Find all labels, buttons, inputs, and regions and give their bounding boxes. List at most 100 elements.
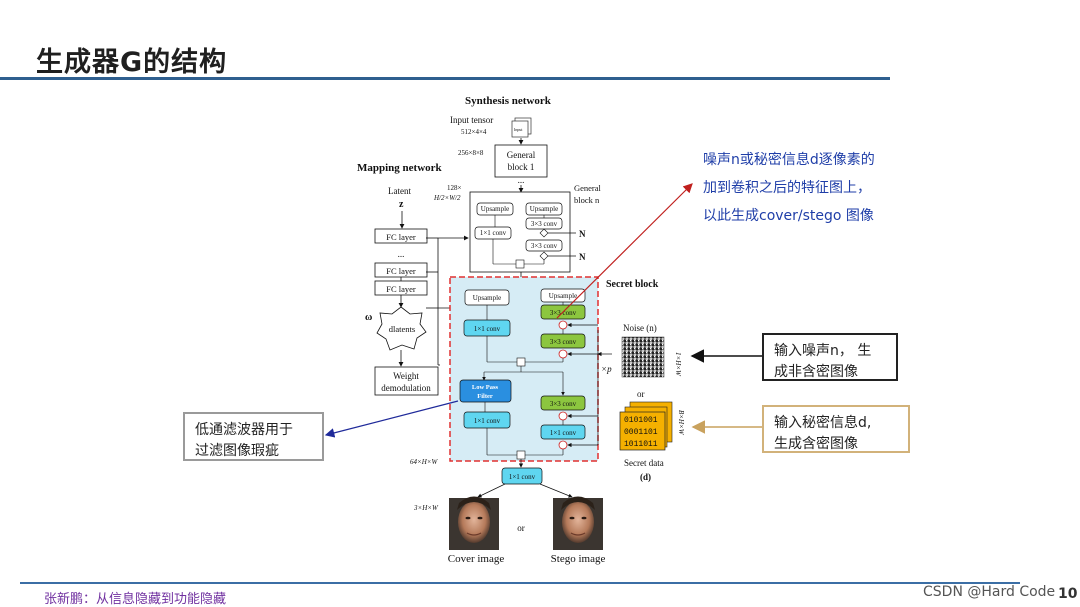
conv1-box-out: [501, 467, 543, 485]
title-rule: [0, 77, 890, 80]
n-label-2: N: [579, 252, 586, 262]
noise-label: Noise (n): [623, 323, 657, 333]
noise-callout: 输入噪声n， 生 成非含密图像: [762, 333, 898, 381]
omega-label: ω: [365, 312, 372, 323]
secret-bits-1: 0101001: [624, 416, 658, 425]
fc-layer-2-label: FC layer: [386, 266, 416, 276]
lowpass-callout-arrow: [324, 400, 459, 438]
input-tensor-label: Input tensor: [450, 115, 493, 125]
watermark: CSDN @Hard Code: [923, 584, 1056, 600]
noise-note: 噪声n或秘密信息d逐像素的 加到卷积之后的特征图上， 以此生成cover/ste…: [703, 146, 875, 230]
general-block-1-label-line1: General: [507, 150, 536, 160]
conv3-label-n2: 3×3 conv: [531, 242, 558, 250]
synthesis-ellipsis: ...: [518, 175, 525, 185]
weight-demod-label-1: Weight: [393, 371, 419, 381]
secret-callout: 输入秘密信息d, 生成含密图像: [762, 405, 910, 453]
footer-author: 张新鹏：从信息隐藏到功能隐藏: [44, 592, 227, 607]
input-tensor-icon: Input: [511, 117, 532, 138]
general-block-1-label-line2: block 1: [508, 162, 535, 172]
noise-dim-label: 1×H×W: [674, 352, 682, 377]
latent-label: Latent: [388, 186, 411, 196]
dlatents-label: dlatents: [389, 324, 415, 334]
general-block-n-label-2: block n: [574, 195, 600, 205]
add-node-n: [515, 259, 525, 269]
lowpass-callout-line-1: 低通滤波器用于: [195, 422, 293, 438]
inject-node-2: [558, 349, 568, 359]
general-block-n-label-1: General: [574, 183, 602, 193]
mapping-title: Mapping network: [357, 162, 443, 174]
conv3-box-s3: [540, 395, 586, 411]
lowpass-callout-line-2: 过滤图像瑕疵: [195, 443, 279, 459]
conv1-label-n: 1×1 conv: [480, 229, 507, 237]
fc-layer-3-label: FC layer: [386, 284, 416, 294]
input-box-label: Input: [514, 127, 523, 132]
secret-dim-label: B×H×W: [677, 410, 685, 436]
inject-node-1: [558, 320, 568, 330]
dim-256-label: 256×8×8: [458, 149, 484, 157]
dim-128-label-1: 128×: [447, 184, 462, 192]
noise-note-line-3: 以此生成cover/stego 图像: [703, 208, 874, 224]
lowpass-callout: 低通滤波器用于 过滤图像瑕疵: [183, 412, 324, 461]
conv3-label-s3: 3×3 conv: [550, 400, 577, 408]
dlatents-burst: [376, 306, 427, 351]
upsample-label-n1: Upsample: [481, 205, 509, 213]
add-node-s1: [516, 357, 526, 367]
stego-image: [553, 496, 603, 550]
input-dim-label: 512×4×4: [461, 128, 487, 136]
secret-bits-3: 1011011: [624, 440, 658, 449]
inject-node-4: [558, 440, 568, 450]
secret-block-label: Secret block: [606, 279, 659, 290]
or-label-bottom: or: [517, 523, 525, 533]
secret-callout-line-1: 输入秘密信息d,: [774, 415, 872, 431]
upsample-label-n2: Upsample: [530, 205, 558, 213]
conv1-label-out: 1×1 conv: [509, 473, 536, 481]
dim-64-label: 64×H×W: [410, 458, 439, 466]
footer-rule: [20, 582, 1020, 584]
inject-node-3: [558, 411, 568, 421]
weight-demod-label-2: demodulation: [381, 383, 431, 393]
page-number: 10: [1058, 586, 1078, 602]
conv1-label-s1: 1×1 conv: [474, 325, 501, 333]
noise-image: [621, 336, 665, 378]
mapping-ellipsis: ...: [398, 249, 405, 259]
dim-3-label: 3×H×W: [413, 504, 439, 512]
or-label-mid: or: [637, 389, 645, 399]
conv3-box-n2: [525, 239, 563, 252]
general-block-1: [494, 144, 548, 178]
conv3-box-s2: [540, 333, 586, 349]
conv1-box-s3: [540, 424, 586, 440]
conv1-label-s3: 1×1 conv: [550, 429, 577, 437]
secret-data-label: Secret data: [624, 458, 664, 468]
stego-image-label: Stego image: [551, 553, 606, 565]
weight-demod-box: [374, 366, 439, 396]
synthesis-title: Synthesis network: [465, 95, 552, 107]
noise-callout-line-2: 成非含密图像: [774, 364, 858, 380]
conv1-label-s2: 1×1 conv: [474, 417, 501, 425]
low-pass-filter-box: [459, 379, 512, 403]
cover-image: [449, 496, 499, 550]
conv3-label-s1: 3×3 conv: [550, 309, 577, 317]
low-pass-label-1: Low Pass: [472, 384, 499, 391]
secret-bits-2: 0001101: [624, 428, 658, 437]
fc-layer-1: [374, 228, 428, 244]
times-p-label: ×p: [601, 364, 612, 374]
noise-note-line-1: 噪声n或秘密信息d逐像素的: [703, 152, 875, 168]
secret-callout-line-2: 生成含密图像: [774, 436, 858, 452]
secret-data-card: [619, 411, 666, 451]
slide-title: 生成器G的结构: [36, 47, 228, 78]
noise-note-line-2: 加到卷积之后的特征图上，: [703, 180, 871, 196]
upsample-label-s2: Upsample: [549, 292, 577, 300]
d-label: (d): [640, 472, 651, 482]
noise-inject-diamond-1: [539, 228, 549, 238]
cover-image-label: Cover image: [448, 553, 505, 565]
low-pass-label-2: Filter: [477, 393, 493, 400]
n-label-1: N: [579, 229, 586, 239]
upsample-label-s1: Upsample: [473, 294, 501, 302]
fc-layer-1-label: FC layer: [386, 232, 416, 242]
noise-callout-line-1: 输入噪声n， 生: [774, 343, 872, 359]
conv3-label-s2: 3×3 conv: [550, 338, 577, 346]
conv3-label-n1: 3×3 conv: [531, 220, 558, 228]
add-node-s2: [516, 450, 526, 460]
dim-128-label-2: H/2×W/2: [433, 194, 461, 202]
